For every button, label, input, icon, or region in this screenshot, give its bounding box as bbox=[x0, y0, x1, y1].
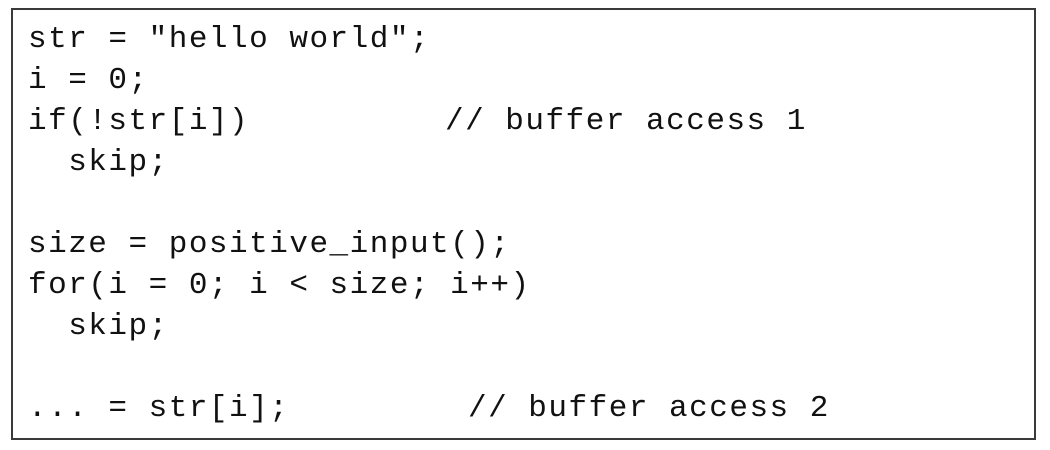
code-line-10: ... = str[i]; bbox=[28, 391, 290, 426]
code-comment-buffer-access-1: // buffer access 1 bbox=[445, 104, 807, 139]
code-listing: str = "hello world"; i = 0; if(!str[i]) … bbox=[11, 8, 1036, 440]
code-line-1: str = "hello world"; bbox=[28, 22, 431, 57]
code-line-7: for(i = 0; i < size; i++) bbox=[28, 268, 531, 303]
code-line-8: skip; bbox=[28, 309, 169, 344]
code-comment-buffer-access-2: // buffer access 2 bbox=[468, 391, 830, 426]
code-line-3: if(!str[i]) bbox=[28, 104, 250, 139]
code-line-6: size = positive_input(); bbox=[28, 227, 511, 262]
code-line-4: skip; bbox=[28, 145, 169, 180]
code-line-2: i = 0; bbox=[28, 63, 149, 98]
